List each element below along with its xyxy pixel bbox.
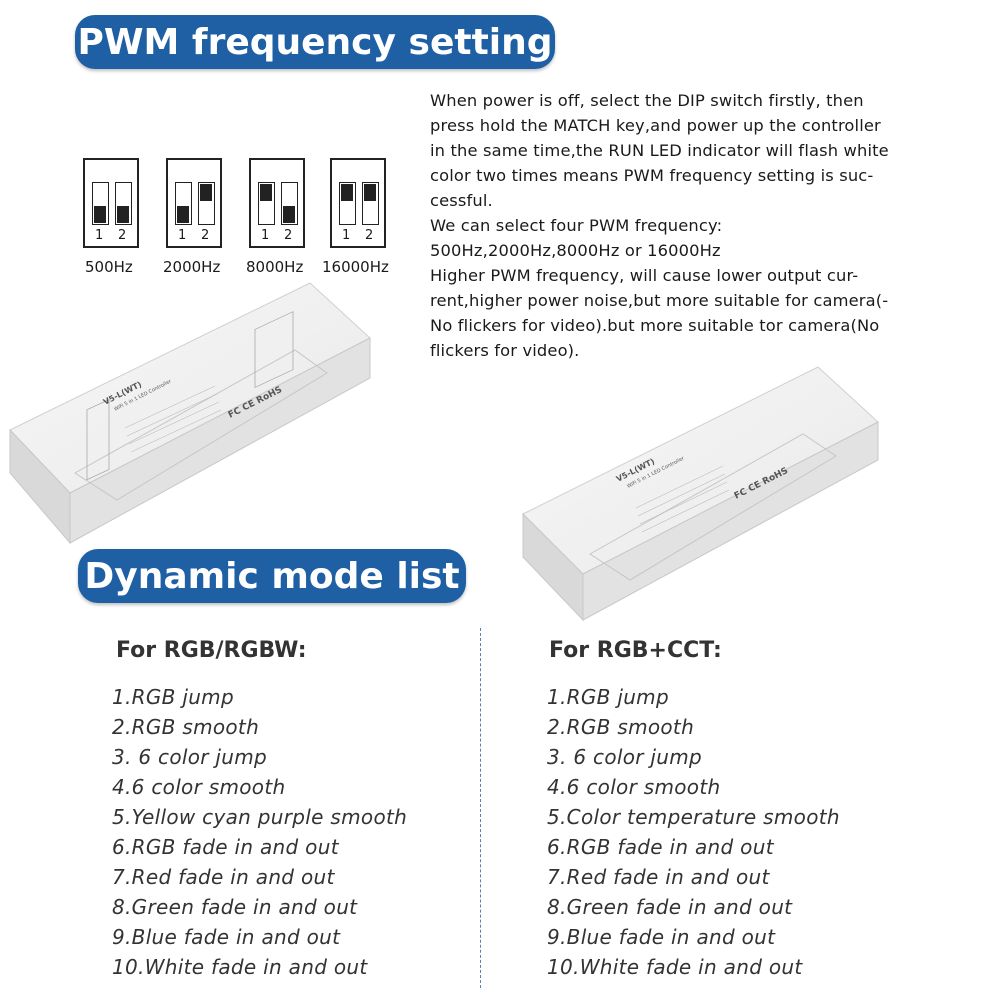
description-line: in the same time,the RUN LED indicator w… [430,141,889,160]
rgb-cct-mode-list: 1.RGB jump 2.RGB smooth 3. 6 color jump … [547,682,840,982]
description-line: cessful. [430,191,493,210]
rgb-cct-heading: For RGB+CCT: [549,638,722,663]
list-item: 7.Red fade in and out [547,865,770,889]
column-divider [480,628,481,988]
dip-switch-box: 1 2 [166,158,222,248]
list-item: 7.Red fade in and out [112,865,335,889]
rgb-rgbw-heading: For RGB/RGBW: [116,638,307,663]
pwm-section-title: PWM frequency setting [75,15,555,69]
description-line: Higher PWM frequency, will cause lower o… [430,266,859,285]
frequency-label-500hz: 500Hz [85,258,133,276]
list-item: 9.Blue fade in and out [547,925,776,949]
rgb-rgbw-mode-list: 1.RGB jump 2.RGB smooth 3. 6 color jump … [112,682,407,982]
dip-switch-number: 2 [365,228,374,243]
dip-switch-number: 2 [284,228,293,243]
list-item: 5.Color temperature smooth [547,805,840,829]
dip-switch-number: 1 [95,228,104,243]
dip-switch-number: 1 [342,228,351,243]
description-line: rent,higher power noise,but more suitabl… [430,291,889,310]
list-item: 10.White fade in and out [547,955,803,979]
list-item: 4.6 color smooth [547,775,721,799]
dip-switch-1 [92,182,109,225]
list-item: 5.Yellow cyan purple smooth [112,805,408,829]
dip-switch-2 [281,182,298,225]
description-line: We can select four PWM frequency: [430,216,723,235]
dip-switch-number: 2 [118,228,127,243]
dip-switch-number: 1 [261,228,270,243]
dip-switch-box: 1 2 [83,158,139,248]
dip-switch-box: 1 2 [330,158,386,248]
description-line: When power is off, select the DIP switch… [430,91,864,110]
list-item: 9.Blue fade in and out [112,925,341,949]
list-item: 3. 6 color jump [547,745,703,769]
description-line: color two times means PWM frequency sett… [430,166,874,185]
frequency-label-16000hz: 16000Hz [322,258,389,276]
dip-switch-1 [258,182,275,225]
list-item: 8.Green fade in and out [112,895,358,919]
description-line: 500Hz,2000Hz,8000Hz or 16000Hz [430,241,721,260]
frequency-label-8000hz: 8000Hz [246,258,304,276]
led-controller-image: V5-L(WT) WiFi 5 in 1 LED Controller FC C… [522,366,879,622]
frequency-label-2000hz: 2000Hz [163,258,221,276]
dip-switch-1 [175,182,192,225]
list-item: 8.Green fade in and out [547,895,793,919]
dynamic-mode-section-title: Dynamic mode list [78,549,466,603]
dip-switch-number: 2 [201,228,210,243]
list-item: 2.RGB smooth [112,715,260,739]
list-item: 3. 6 color jump [112,745,268,769]
list-item: 10.White fade in and out [112,955,368,979]
pwm-description: When power is off, select the DIP switch… [430,88,920,363]
dip-switch-1 [339,182,356,225]
description-line: flickers for video). [430,341,580,360]
description-line: No flickers for video).but more suitable… [430,316,880,335]
dip-switch-2 [115,182,132,225]
led-controller-image: V5-L(WT) WiFi 5 in 1 LED Controller FC C… [9,282,371,545]
list-item: 4.6 color smooth [112,775,286,799]
list-item: 6.RGB fade in and out [112,835,339,859]
dip-switch-box: 1 2 [249,158,305,248]
list-item: 1.RGB jump [112,685,234,709]
list-item: 6.RGB fade in and out [547,835,774,859]
list-item: 1.RGB jump [547,685,669,709]
dip-switch-2 [198,182,215,225]
description-line: press hold the MATCH key,and power up th… [430,116,881,135]
dip-switch-number: 1 [178,228,187,243]
list-item: 2.RGB smooth [547,715,695,739]
dip-switch-2 [362,182,379,225]
